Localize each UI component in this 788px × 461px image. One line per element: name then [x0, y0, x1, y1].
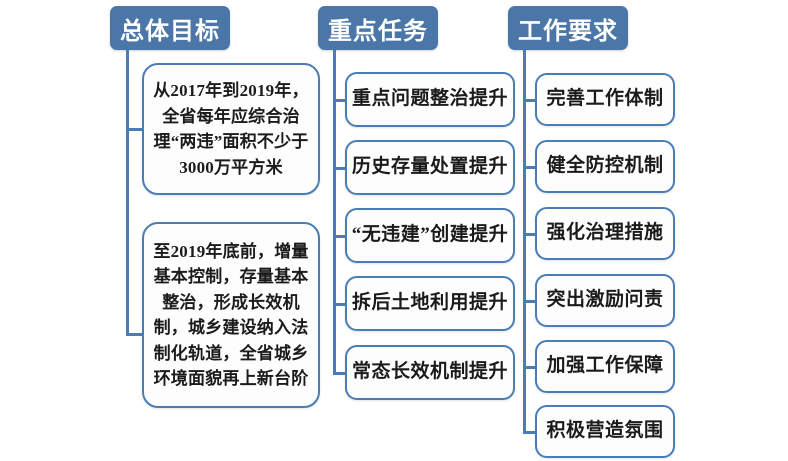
node-label: 完善工作体制	[546, 88, 664, 110]
node-key-tasks-2[interactable]: 历史存量处置提升	[345, 140, 515, 195]
column-header-key-tasks[interactable]: 重点任务	[318, 6, 438, 50]
column-header-label: 重点任务	[328, 17, 428, 45]
connector-stub-key-tasks-4	[333, 303, 347, 306]
node-label: 至2019年底前，增量基本控制，存量基本整治，形成长效机制，城乡建设纳入法制化轨…	[153, 241, 309, 389]
connector-trunk-overall-goal	[126, 50, 129, 336]
node-key-tasks-1[interactable]: 重点问题整治提升	[345, 72, 515, 127]
connector-stub-work-requirements-2	[523, 166, 537, 169]
connector-stub-overall-goal-1	[126, 128, 144, 131]
connector-trunk-work-requirements	[523, 50, 526, 433]
node-work-requirements-5[interactable]: 加强工作保障	[535, 340, 675, 393]
column-header-overall-goal[interactable]: 总体目标	[110, 6, 230, 50]
connector-stub-key-tasks-3	[333, 235, 347, 238]
node-label: 历史存量处置提升	[352, 156, 509, 178]
column-header-label: 总体目标	[120, 17, 220, 45]
node-label: 积极营造氛围	[546, 420, 664, 442]
node-work-requirements-1[interactable]: 完善工作体制	[535, 73, 675, 126]
node-label: “无违建”创建提升	[351, 224, 509, 246]
node-key-tasks-5[interactable]: 常态长效机制提升	[345, 345, 515, 400]
connector-stub-key-tasks-2	[333, 167, 347, 170]
node-overall-goal-2[interactable]: 至2019年底前，增量基本控制，存量基本整治，形成长效机制，城乡建设纳入法制化轨…	[142, 222, 320, 408]
node-work-requirements-6[interactable]: 积极营造氛围	[535, 405, 675, 458]
connector-stub-key-tasks-1	[333, 99, 347, 102]
column-header-label: 工作要求	[518, 17, 618, 45]
node-label: 从2017年到2019年，全省每年应综合治理“两违”面积不少于3000万平方米	[153, 81, 309, 177]
connector-stub-work-requirements-5	[523, 366, 537, 369]
node-key-tasks-3[interactable]: “无违建”创建提升	[345, 208, 515, 263]
node-work-requirements-3[interactable]: 强化治理措施	[535, 207, 675, 260]
connector-stub-work-requirements-1	[523, 99, 537, 102]
node-label: 常态长效机制提升	[352, 361, 509, 383]
node-overall-goal-1[interactable]: 从2017年到2019年，全省每年应综合治理“两违”面积不少于3000万平方米	[142, 63, 320, 195]
node-label: 重点问题整治提升	[352, 88, 509, 110]
connector-stub-key-tasks-5	[333, 372, 347, 375]
connector-stub-work-requirements-6	[523, 431, 537, 434]
node-label: 拆后土地利用提升	[352, 292, 509, 314]
connector-stub-work-requirements-3	[523, 233, 537, 236]
node-key-tasks-4[interactable]: 拆后土地利用提升	[345, 276, 515, 331]
node-label: 加强工作保障	[546, 355, 664, 377]
connector-stub-work-requirements-4	[523, 300, 537, 303]
connector-trunk-key-tasks	[333, 50, 336, 375]
node-label: 强化治理措施	[546, 222, 664, 244]
connector-stub-overall-goal-2	[126, 333, 144, 336]
node-label: 健全防控机制	[546, 155, 664, 177]
column-header-work-requirements[interactable]: 工作要求	[508, 6, 628, 50]
node-work-requirements-2[interactable]: 健全防控机制	[535, 140, 675, 193]
node-work-requirements-4[interactable]: 突出激励问责	[535, 274, 675, 327]
node-label: 突出激励问责	[546, 289, 664, 311]
